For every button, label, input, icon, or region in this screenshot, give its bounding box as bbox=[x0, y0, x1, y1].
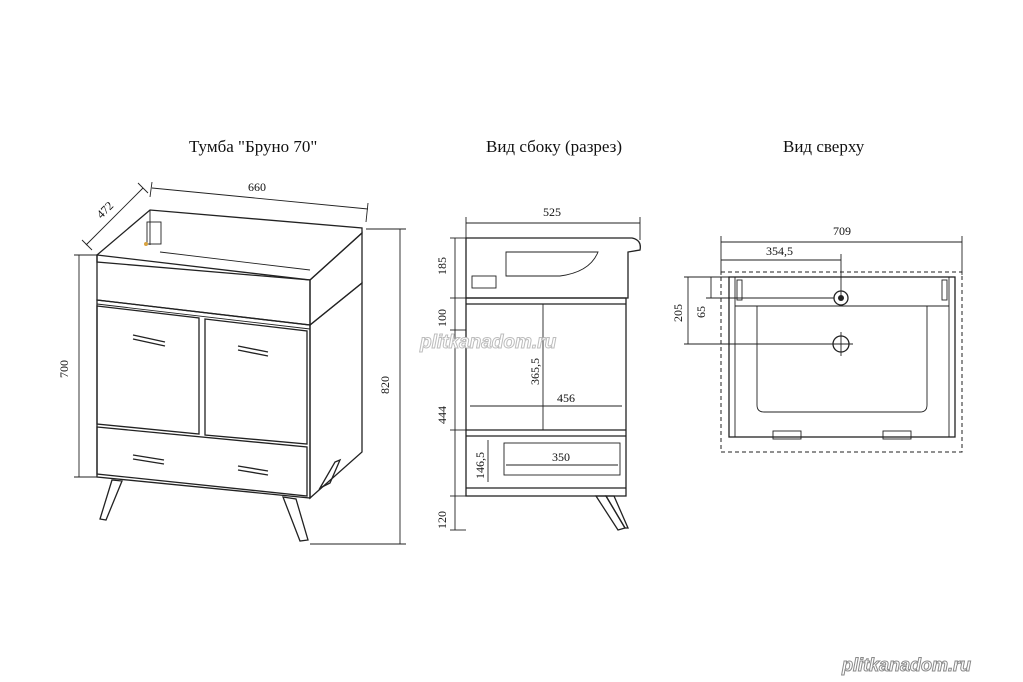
watermark-center: plitkanadom.ru bbox=[419, 332, 557, 353]
top-panel-front bbox=[96, 254, 311, 326]
dim-extension-line bbox=[81, 239, 93, 251]
dim-depth-label: 525 bbox=[543, 205, 561, 219]
dim-drain-depth-label: 205 bbox=[671, 304, 685, 322]
dim-height-body-label: 700 bbox=[57, 360, 71, 378]
dim-drawer-depth-label: 350 bbox=[552, 450, 570, 464]
dim-shelf-gap-label: 100 bbox=[435, 309, 449, 327]
leg-plate bbox=[772, 430, 802, 440]
dim-half-width-label: 354,5 bbox=[766, 244, 793, 258]
dim-tap-depth-label: 65 bbox=[694, 306, 708, 318]
dim-top-label: 185 bbox=[435, 257, 449, 275]
bracket-left bbox=[736, 279, 743, 301]
bracket-right bbox=[941, 279, 948, 301]
front-view: 660 472 bbox=[57, 180, 406, 545]
tap-outlet bbox=[146, 221, 162, 245]
door-right-handle bbox=[237, 349, 269, 357]
watermark-corner: plitkanadom.ru bbox=[841, 655, 971, 675]
dim-drawer-height-label: 146,5 bbox=[473, 452, 487, 479]
side-view-title: Вид сбоку (разрез) bbox=[486, 137, 623, 156]
dim-line-width bbox=[151, 187, 369, 210]
dim-height-total-label: 820 bbox=[378, 376, 392, 394]
dim-line-depth bbox=[85, 187, 144, 246]
cabinet-outline-dashed bbox=[720, 271, 963, 453]
side-leg bbox=[604, 495, 629, 529]
door-left bbox=[96, 305, 200, 435]
side-panel-top bbox=[309, 231, 363, 327]
dim-inner-depth-label: 456 bbox=[557, 391, 575, 405]
side-countertop bbox=[465, 237, 641, 299]
leg-plate bbox=[882, 430, 912, 440]
countertop bbox=[728, 276, 956, 438]
top-view: 709 354,5 205 65 bbox=[671, 224, 963, 453]
side-leg bbox=[594, 495, 626, 531]
drawer-handle-left bbox=[132, 458, 165, 465]
frame-line bbox=[96, 303, 311, 330]
drawer-handle-right bbox=[237, 469, 269, 476]
basin-section bbox=[505, 251, 599, 277]
door-left-handle bbox=[132, 338, 166, 347]
dim-extension-line bbox=[149, 181, 153, 198]
door-right-handle bbox=[237, 345, 269, 353]
front-view-title: Тумба "Бруно 70" bbox=[189, 137, 318, 156]
drawer-handle-right bbox=[237, 465, 269, 472]
basin-edge bbox=[159, 251, 311, 271]
door-right bbox=[204, 318, 308, 445]
drawer-section bbox=[503, 442, 621, 476]
leg-back-right bbox=[318, 458, 342, 490]
tap-hole-center bbox=[838, 295, 844, 301]
cabinet-front bbox=[96, 299, 311, 499]
dim-extension-line bbox=[137, 182, 149, 194]
dim-extension-line bbox=[365, 202, 369, 223]
drain-marker bbox=[144, 242, 148, 246]
side-view: 525 185 100 444 120 365,5 456 bbox=[435, 205, 641, 531]
drawer-front bbox=[96, 426, 308, 497]
dim-inner-height-label: 365,5 bbox=[528, 358, 542, 385]
dim-width-label: 660 bbox=[248, 180, 266, 194]
dim-lower-gap-label: 444 bbox=[435, 406, 449, 424]
drawer-handle-left bbox=[132, 454, 165, 461]
top-view-title: Вид сверху bbox=[783, 137, 865, 156]
door-left-handle bbox=[132, 334, 166, 343]
basin-outline bbox=[756, 305, 928, 413]
dim-legs-label: 120 bbox=[435, 511, 449, 529]
drain-section bbox=[471, 275, 497, 289]
leg-front-right bbox=[281, 496, 309, 542]
dim-width-label: 709 bbox=[833, 224, 851, 238]
side-body bbox=[465, 297, 627, 497]
cabinet-side bbox=[309, 281, 363, 500]
leg-front-left bbox=[99, 479, 123, 521]
